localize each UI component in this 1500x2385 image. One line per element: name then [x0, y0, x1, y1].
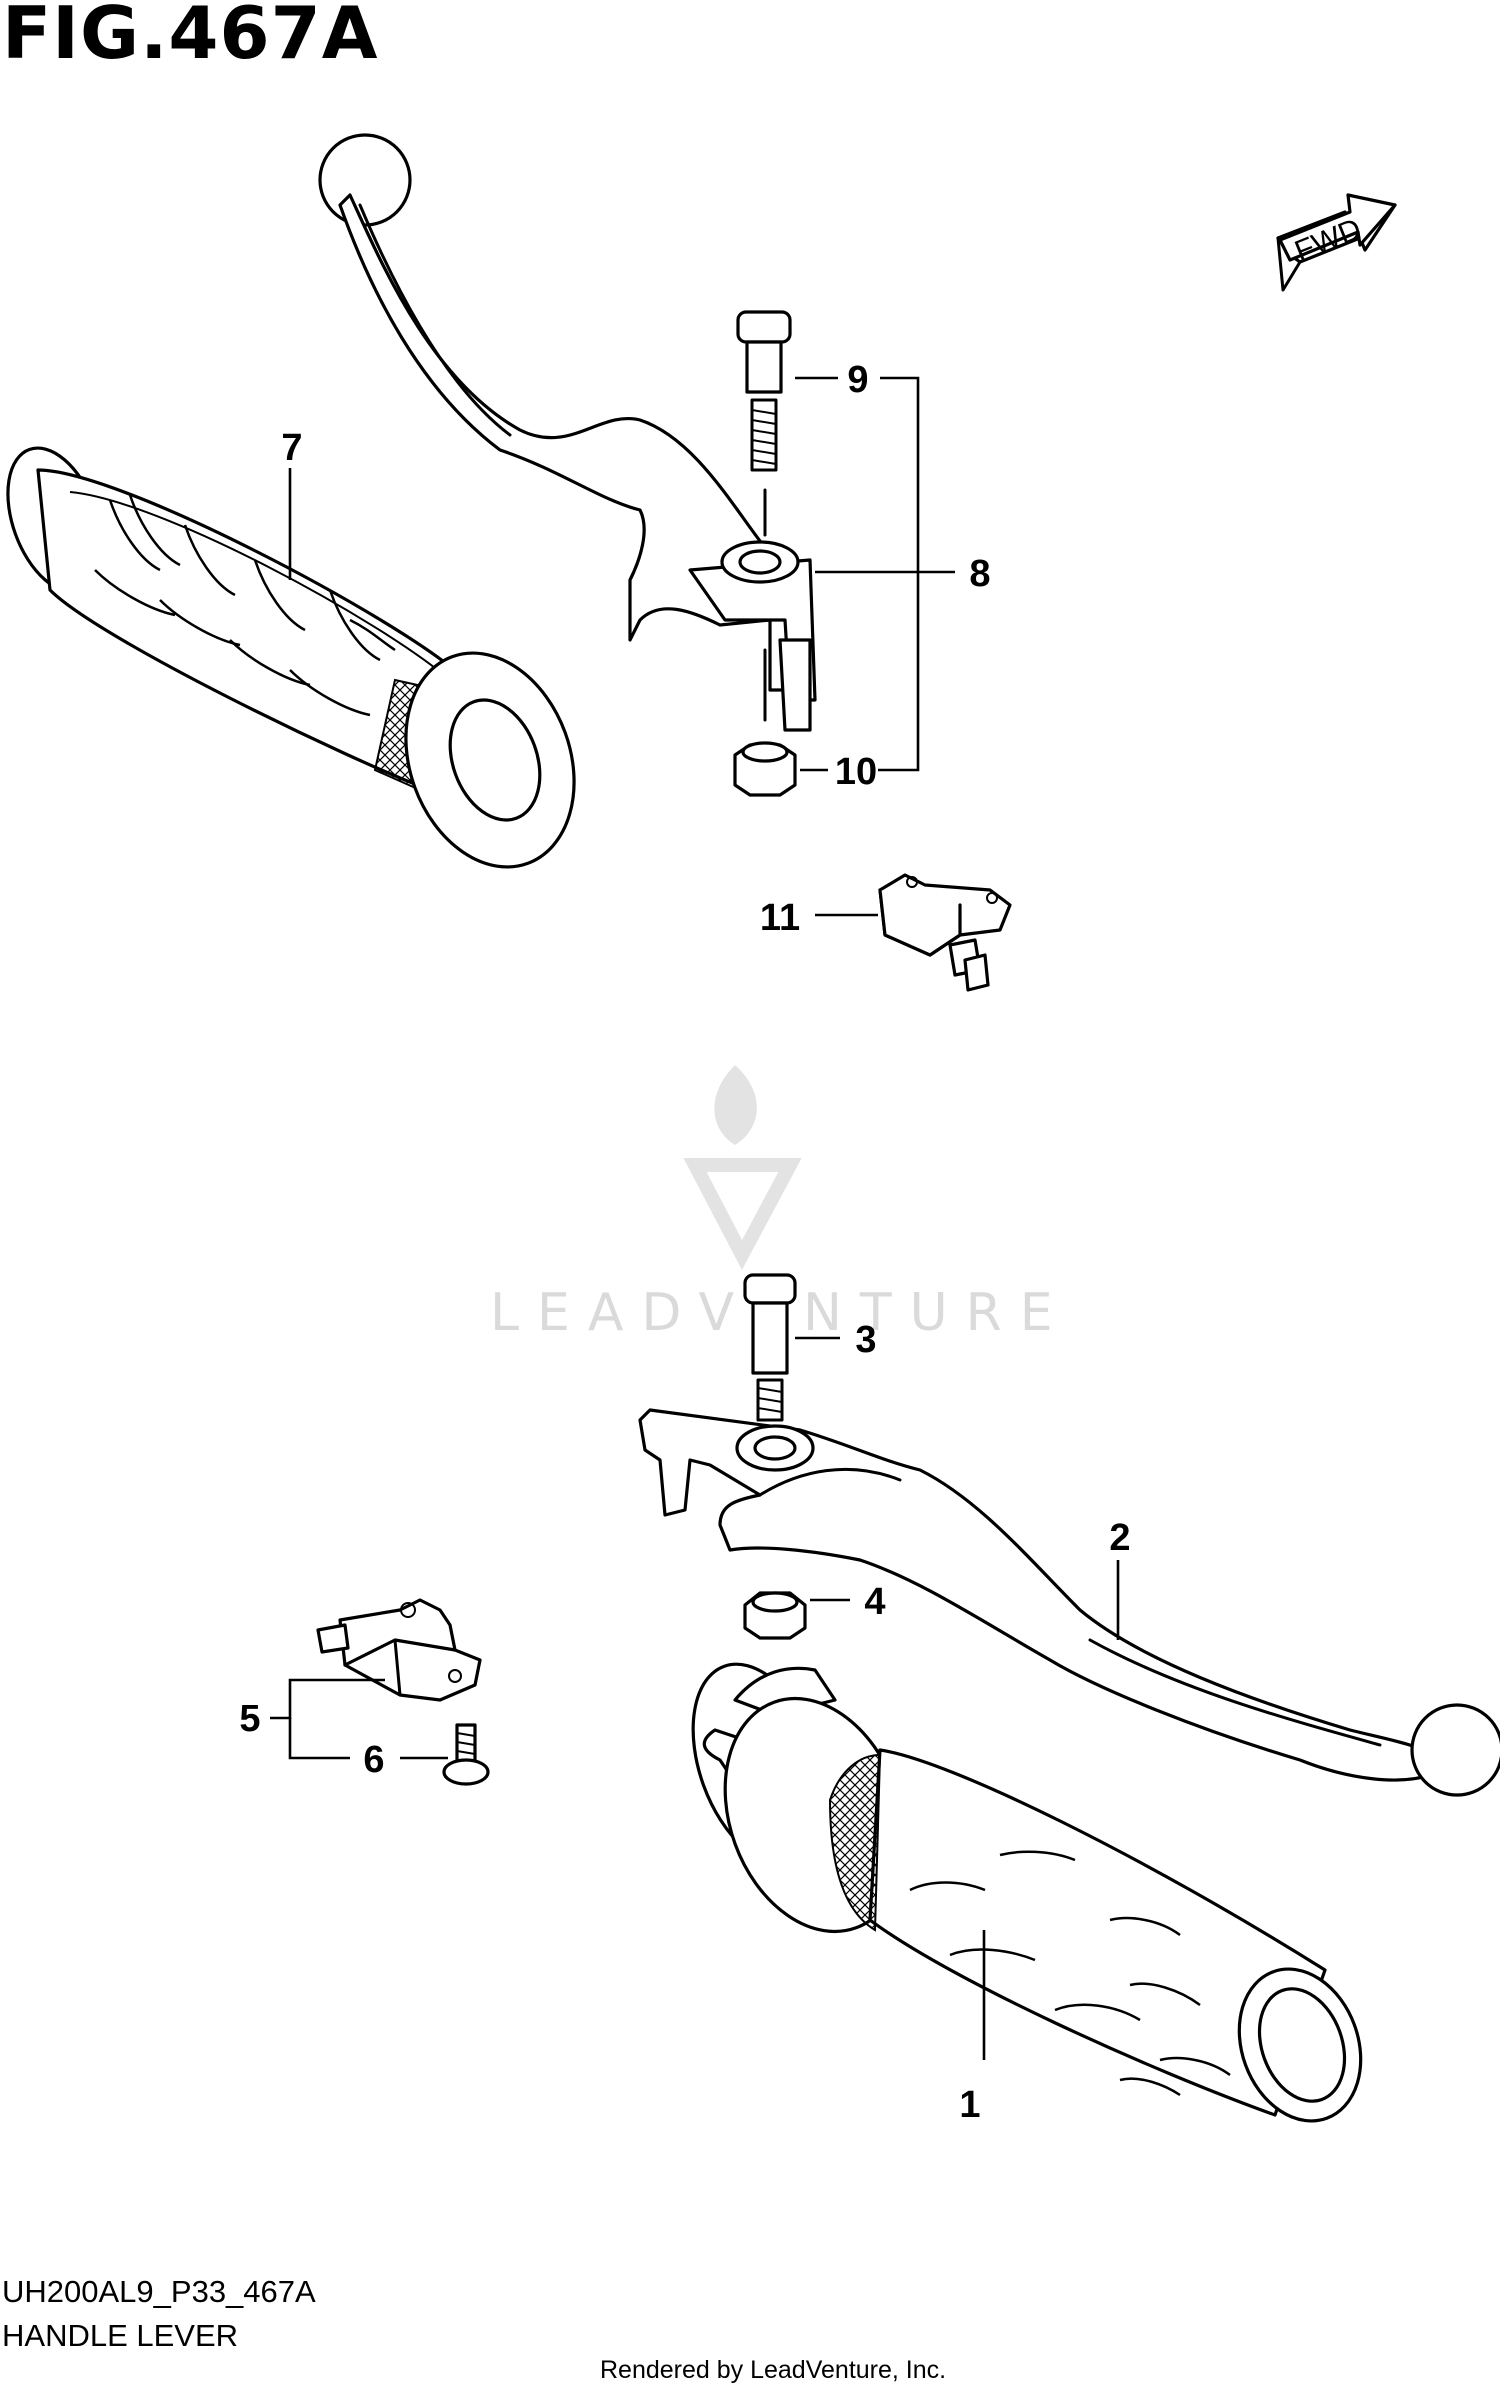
part-7-grip[interactable]: [0, 435, 603, 891]
part-9-bolt[interactable]: [736, 310, 792, 472]
callout-10: 10: [835, 751, 877, 793]
leader-lines: [270, 376, 1120, 2060]
callout-11: 11: [760, 897, 800, 939]
callout-4: 4: [864, 1581, 885, 1623]
figure-title: FIG.467A: [2, 0, 378, 75]
part-1-grip[interactable]: [668, 1646, 1381, 2138]
part-2-lever[interactable]: [638, 1408, 1500, 1797]
figure-code: UH200AL9_P33_467A: [2, 2274, 316, 2309]
part-6-screw[interactable]: [442, 1723, 490, 1786]
fwd-arrow-icon: FWD: [1276, 193, 1397, 292]
part-8-lever[interactable]: [318, 133, 817, 732]
callout-6: 6: [363, 1739, 384, 1781]
callout-5: 5: [239, 1698, 260, 1740]
part-3-bolt[interactable]: [743, 1273, 797, 1422]
callout-7: 7: [281, 427, 302, 469]
callout-2: 2: [1109, 1517, 1130, 1559]
part-5-switch[interactable]: [316, 1598, 482, 1702]
part-10-nut[interactable]: [733, 741, 797, 797]
figure-name: HANDLE LEVER: [2, 2318, 238, 2353]
part-11-switch[interactable]: [878, 873, 1012, 992]
callout-3: 3: [855, 1319, 876, 1361]
callout-8: 8: [969, 553, 990, 595]
rendered-by: Rendered by LeadVenture, Inc.: [600, 2356, 946, 2384]
callout-1: 1: [959, 2084, 980, 2126]
part-4-nut[interactable]: [743, 1591, 807, 1640]
callout-9: 9: [847, 359, 868, 401]
